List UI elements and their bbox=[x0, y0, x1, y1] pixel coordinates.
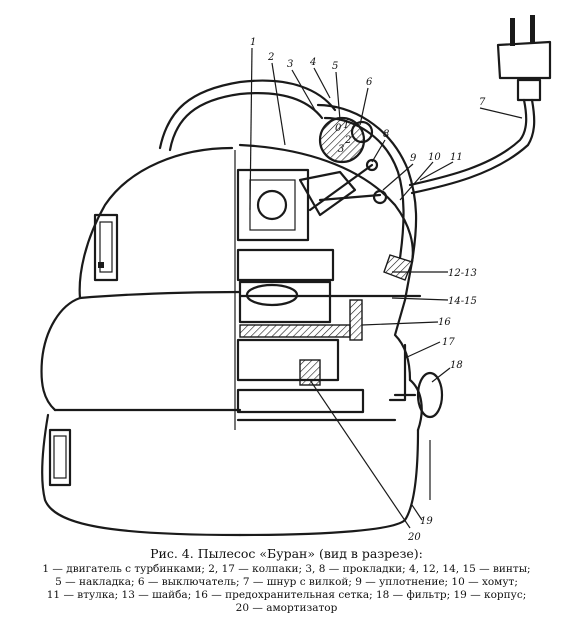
callout-8: 8 bbox=[383, 129, 389, 140]
callout-19: 19 bbox=[420, 516, 433, 527]
motor-assembly bbox=[236, 168, 365, 414]
caption-legend: 1 — двигатель с турбинками; 2, 17 — колп… bbox=[0, 563, 573, 615]
callout-20: 20 bbox=[407, 532, 421, 543]
callout-16: 16 bbox=[438, 317, 451, 328]
legend-line: 1 — двигатель с турбинками; 2, 17 — колп… bbox=[42, 563, 531, 575]
callout-6: 6 bbox=[366, 77, 373, 88]
base bbox=[236, 418, 431, 500]
callout-10: 10 bbox=[428, 152, 441, 163]
latch-bottom bbox=[48, 428, 72, 487]
callout-7: 7 bbox=[479, 97, 486, 108]
scale-label-3: 3 bbox=[338, 144, 344, 155]
scale-label-1: 1 bbox=[343, 120, 349, 131]
callout-9: 9 bbox=[410, 153, 417, 164]
figure-caption: Рис. 4. Пылесос «Буран» (вид в разрезе):… bbox=[0, 546, 573, 615]
body-outline bbox=[40, 79, 423, 537]
legend-line: 11 — втулка; 13 — шайба; 16 — предохрани… bbox=[46, 589, 527, 601]
callout-12-13: 12-13 bbox=[448, 268, 477, 279]
callout-5: 5 bbox=[332, 61, 338, 72]
callout-4: 4 bbox=[309, 57, 316, 68]
callout-3: 3 bbox=[287, 59, 293, 70]
callout-14-15: 14-15 bbox=[448, 296, 477, 307]
latch-left bbox=[93, 213, 119, 282]
leader-lines bbox=[249, 47, 523, 529]
linkage bbox=[308, 158, 388, 212]
legend-line: 5 — накладка; 6 — выключатель; 7 — шнур … bbox=[55, 576, 518, 588]
cover-section bbox=[316, 103, 418, 281]
filter-knob bbox=[388, 343, 444, 419]
callout-11: 11 bbox=[450, 152, 463, 163]
switch-dial: 0 1 2 3 bbox=[318, 116, 374, 164]
caption-title: Рис. 4. Пылесос «Буран» (вид в разрезе): bbox=[150, 546, 423, 561]
vacuum-cleaner-drawing: 0 1 2 3 bbox=[40, 15, 552, 543]
callout-2: 2 bbox=[267, 52, 274, 63]
callout-17: 17 bbox=[442, 337, 455, 348]
callout-labels: 1 2 3 4 5 6 7 8 9 10 11 12-13 14-15 16 1… bbox=[250, 37, 486, 543]
callout-18: 18 bbox=[450, 360, 463, 371]
callout-1: 1 bbox=[250, 37, 256, 48]
scale-label-0: 0 bbox=[335, 123, 342, 134]
legend-line: 20 — амортизатор bbox=[235, 602, 338, 614]
scale-label-2: 2 bbox=[344, 135, 351, 146]
power-cord bbox=[408, 15, 552, 195]
